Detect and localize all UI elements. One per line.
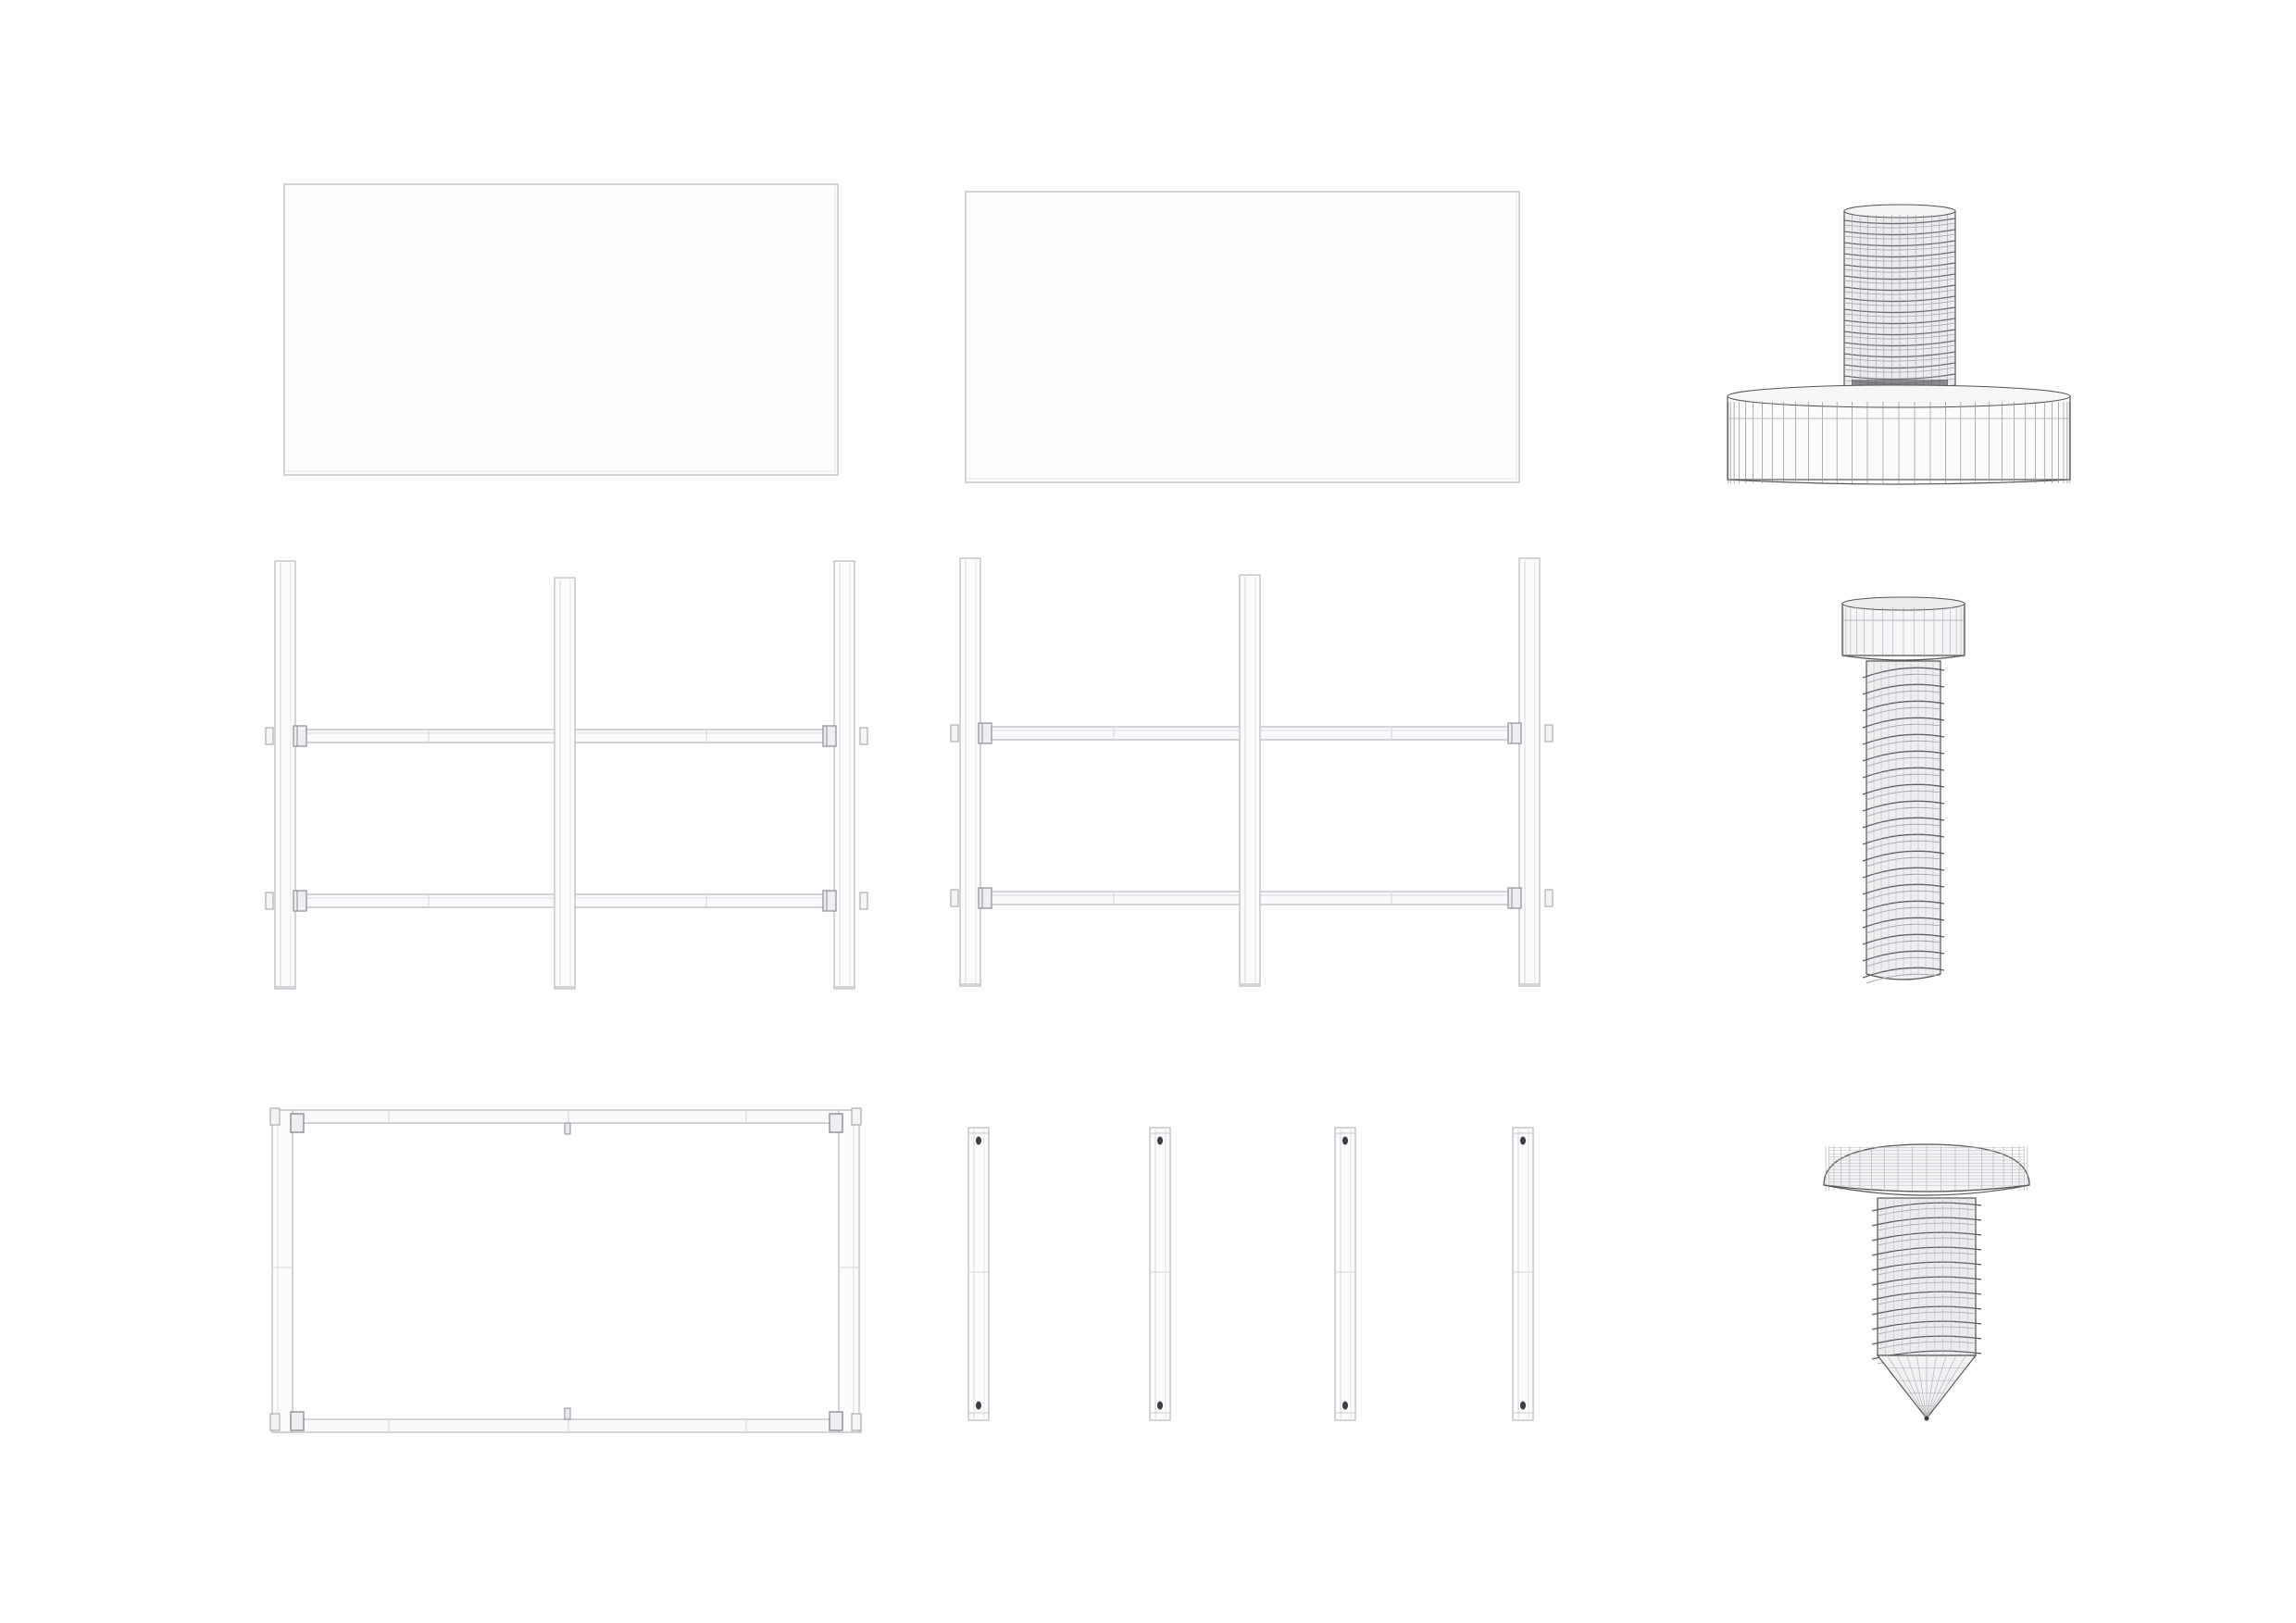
screw-icon — [1820, 1141, 2033, 1428]
panel-2 — [965, 191, 1520, 483]
leveler-foot-icon — [1724, 200, 2076, 487]
screw-icon — [1839, 596, 1968, 994]
post-3 — [1331, 1126, 1359, 1422]
side-frame-1 — [265, 556, 873, 1000]
panel-1 — [283, 183, 839, 476]
post-1 — [965, 1126, 992, 1422]
side-frame-2 — [950, 553, 1558, 997]
post-4 — [1509, 1126, 1537, 1422]
rectangular-frame — [269, 1106, 872, 1440]
post-2 — [1146, 1126, 1174, 1422]
